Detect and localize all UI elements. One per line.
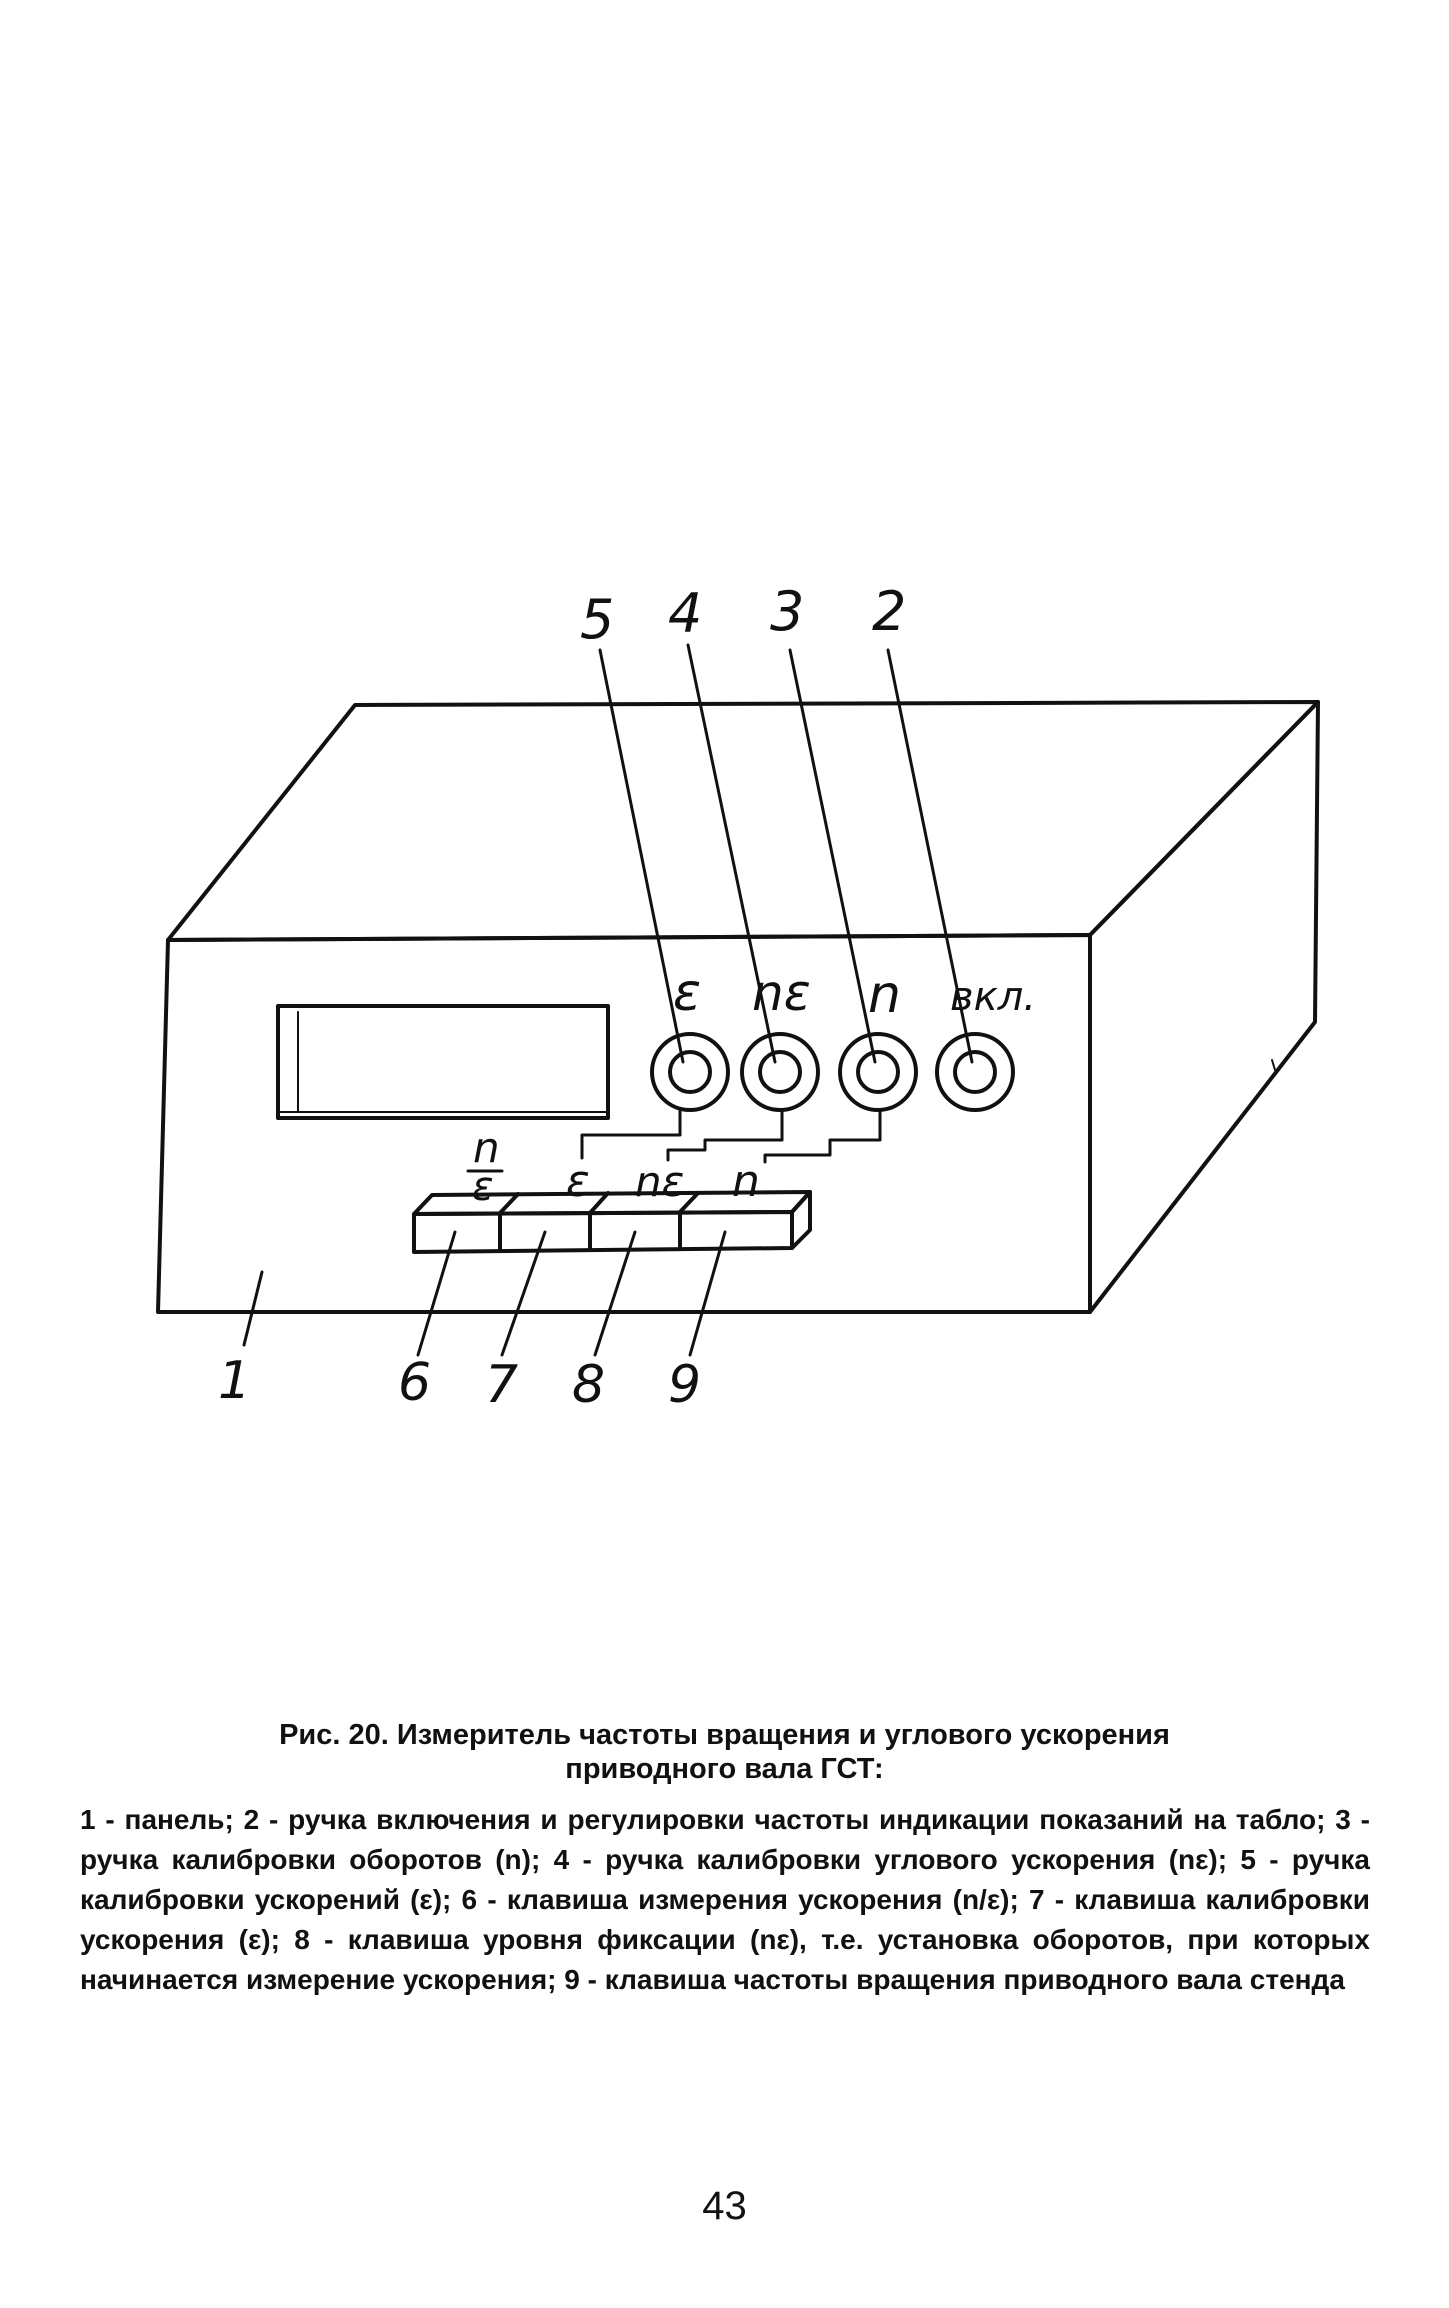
knob-power: [935, 1032, 1015, 1112]
leader-6: [416, 1230, 457, 1357]
edge-mark: [1271, 1059, 1276, 1071]
callout-8: 8: [572, 1355, 605, 1415]
callout-3: 3: [770, 580, 804, 643]
leader-3: [788, 648, 877, 1064]
callout-9: 9: [668, 1355, 701, 1415]
leader-1: [242, 1270, 264, 1347]
display-window: [276, 1004, 610, 1120]
leader-9: [688, 1230, 727, 1357]
key-label-n-epsilon: nε: [635, 1157, 684, 1206]
callout-1: 1: [218, 1351, 251, 1411]
leader-4: [686, 643, 777, 1064]
device-illustration: 5 4 3 2 ε nε n вкл. n ε ε nε n 1 6 7 8 9: [156, 580, 1320, 1415]
callout-6: 6: [398, 1353, 431, 1413]
caption-line-1: Рис. 20. Измеритель частоты вращения и у…: [279, 1719, 1170, 1751]
label-n-epsilon: nε: [752, 964, 811, 1022]
connector-n: [763, 1110, 882, 1164]
label-epsilon: ε: [673, 963, 701, 1023]
box-right-face: [1088, 700, 1320, 1314]
key-label-n: n: [732, 1156, 760, 1207]
figure-caption: Рис. 20. Измеритель частоты вращения и у…: [120, 1718, 1329, 1786]
label-n: n: [868, 965, 901, 1025]
knob-accel-cal: [650, 1032, 730, 1112]
callout-7: 7: [485, 1355, 518, 1415]
key-block: [412, 1190, 812, 1254]
knob-ang-accel-cal: [740, 1032, 820, 1112]
leader-8: [593, 1230, 637, 1357]
page-number: 43: [702, 2184, 747, 2228]
knob-rev-cal: [838, 1032, 918, 1112]
key-label-eps-den: ε: [472, 1164, 494, 1210]
callout-2: 2: [872, 580, 906, 643]
callout-5: 5: [580, 588, 614, 651]
label-power: вкл.: [950, 974, 1036, 1020]
figure-legend: 1 - панель; 2 - ручка включения и регули…: [80, 1804, 1370, 1995]
caption-line-2: приводного вала ГСТ:: [565, 1753, 884, 1785]
leader-7: [500, 1230, 547, 1357]
callout-4: 4: [668, 582, 702, 645]
leader-2: [886, 648, 974, 1064]
connector-neps: [666, 1110, 784, 1162]
leader-5: [598, 648, 685, 1064]
connector-eps: [580, 1108, 682, 1160]
key-label-n-num: n: [473, 1123, 500, 1172]
key-label-epsilon: ε: [566, 1156, 590, 1207]
